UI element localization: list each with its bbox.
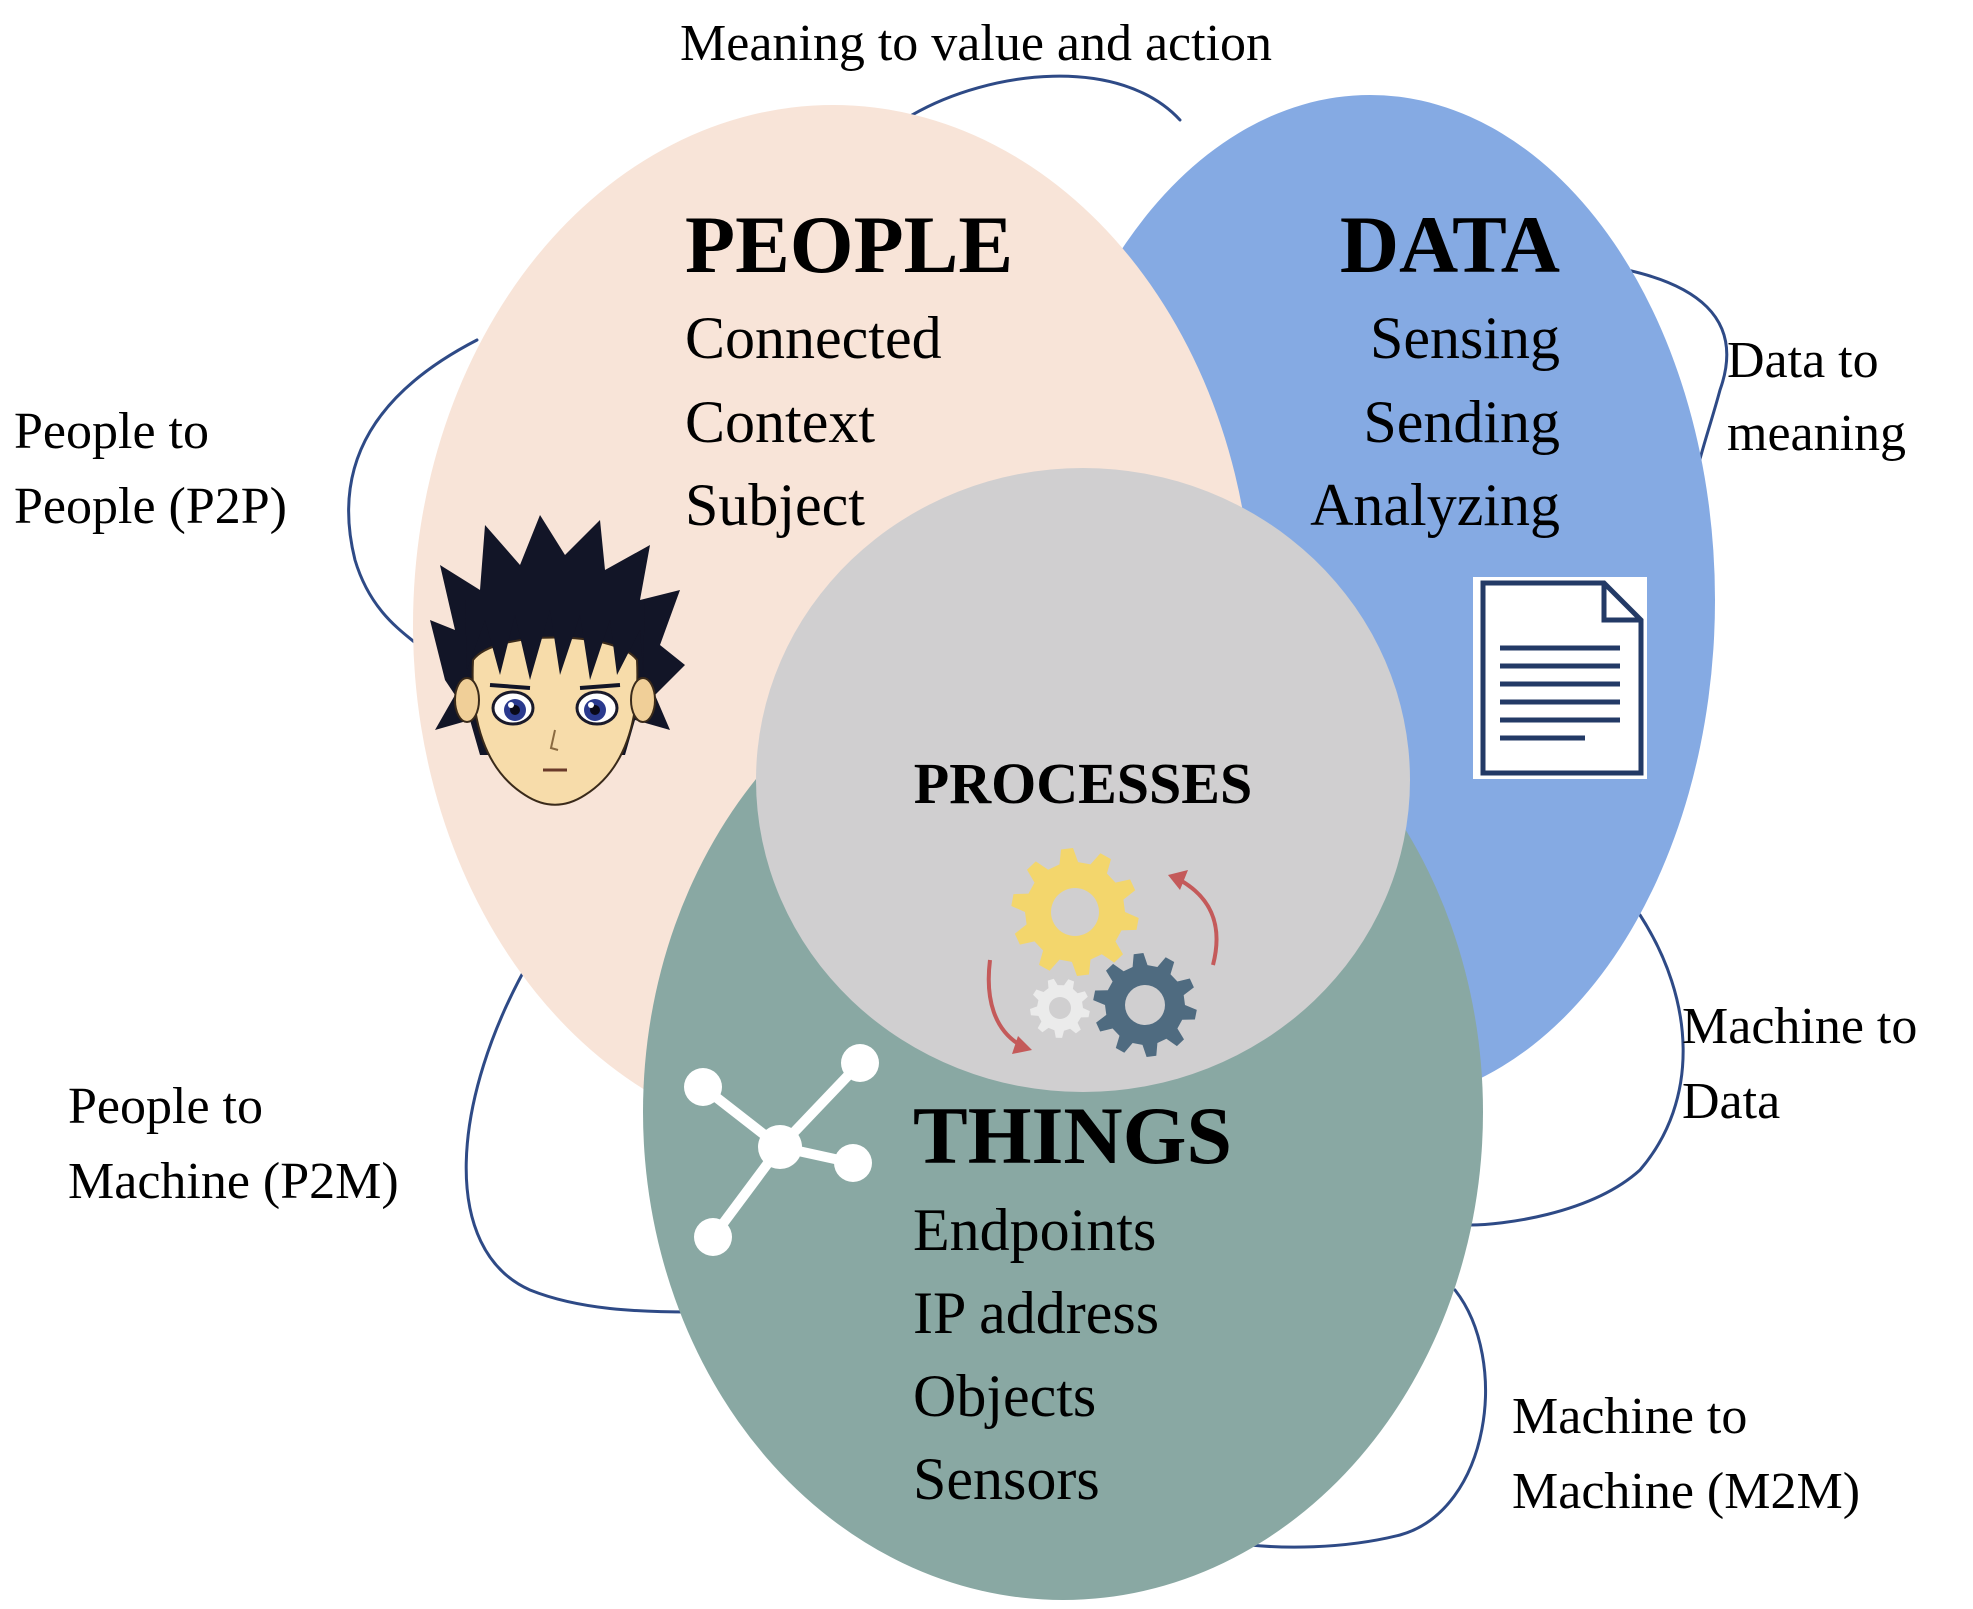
relation-label-m2d: Machine to — [1682, 998, 1917, 1055]
connector-curves — [347, 74, 1729, 1549]
things-item: Sensors — [913, 1446, 1100, 1512]
gear-yellow-icon-hole — [1051, 888, 1099, 936]
connector-p2m — [464, 958, 692, 1314]
person-face-icon — [430, 515, 685, 806]
cycle-arrow-icon — [986, 959, 1032, 1054]
connector-m2m — [1248, 1288, 1487, 1549]
relation-label-p2m: People to — [68, 1078, 263, 1135]
people-item: Context — [685, 389, 875, 455]
things-title: THINGS — [913, 1090, 1232, 1181]
relation-label-m2m: Machine (M2M) — [1512, 1463, 1860, 1520]
processes-circle — [756, 468, 1410, 1092]
connector-data-to-meaning — [1598, 263, 1729, 477]
relation-label-data-to-meaning: Data to — [1727, 332, 1879, 389]
data-item: Sensing — [1370, 305, 1560, 371]
things-item: Objects — [913, 1363, 1096, 1429]
things-item: Endpoints — [913, 1197, 1156, 1263]
relation-label-meaning-to-value: Meaning to value and action — [680, 15, 1272, 72]
gear-blue-icon-hole — [1125, 985, 1165, 1025]
gear-yellow-icon — [1011, 848, 1139, 976]
gear-white-icon — [1030, 978, 1090, 1038]
connector-m2d — [1468, 913, 1685, 1227]
people-item: Connected — [685, 305, 942, 371]
gear-blue-icon — [1093, 953, 1197, 1057]
gear-white-icon-hole — [1049, 997, 1071, 1019]
relation-label-m2m: Machine to — [1512, 1388, 1747, 1445]
relation-label-p2p: People (P2P) — [14, 478, 287, 535]
document-icon — [1473, 577, 1647, 779]
connector-meaning-to-value — [910, 74, 1182, 122]
data-item: Sending — [1363, 389, 1560, 455]
people-title: PEOPLE — [685, 199, 1013, 290]
relation-label-p2m: Machine (P2M) — [68, 1153, 399, 1210]
gears-cycle-icon — [986, 848, 1219, 1057]
things-item: IP address — [913, 1280, 1159, 1346]
data-item: Analyzing — [1310, 472, 1560, 538]
people-item: Subject — [685, 472, 865, 538]
relation-label-data-to-meaning: meaning — [1727, 405, 1906, 462]
relation-label-p2p: People to — [14, 403, 209, 460]
data-title: DATA — [1340, 199, 1560, 290]
relation-label-m2d: Data — [1682, 1073, 1780, 1130]
processes-title: PROCESSES — [914, 751, 1252, 816]
cycle-arrow-icon — [1168, 870, 1219, 966]
network-nodes-icon — [684, 1044, 879, 1256]
connector-p2p — [347, 338, 479, 647]
